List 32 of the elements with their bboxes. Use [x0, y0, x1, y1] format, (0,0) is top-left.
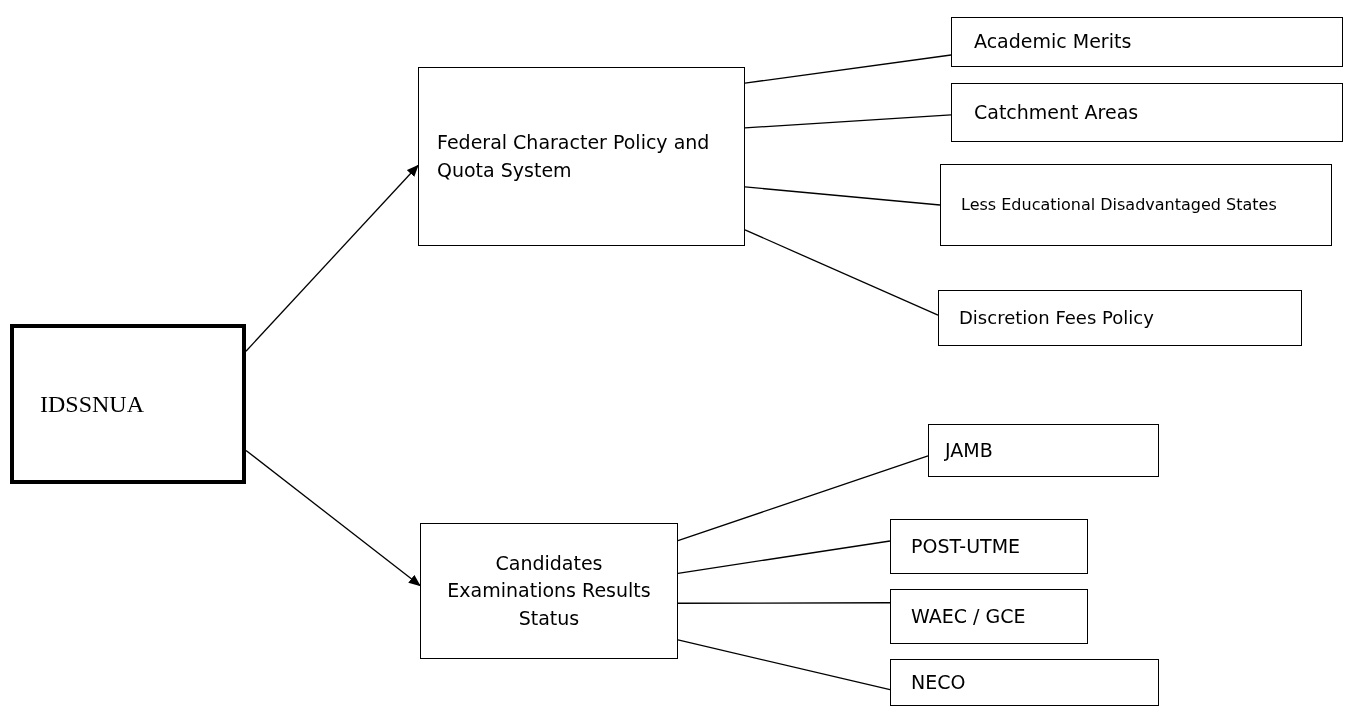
text-box — [418, 67, 745, 246]
text-box — [938, 290, 1302, 346]
box-label: Catchment Areas — [974, 99, 1139, 125]
box-label: WAEC / GCE — [911, 603, 1026, 629]
text-box — [890, 519, 1088, 574]
connector-line — [744, 229, 939, 316]
box-label: Less Educational Disadvantaged States — [961, 194, 1278, 217]
box-label: NECO — [911, 669, 966, 695]
box-label: Academic Merits — [974, 29, 1132, 55]
connector-line — [677, 602, 891, 604]
text-box — [940, 164, 1332, 246]
arrow — [245, 449, 421, 587]
text-box — [420, 523, 678, 659]
box-label: JAMB — [945, 437, 993, 463]
connector-line — [677, 455, 929, 542]
box-label: Federal Character Policy and Quota System — [437, 129, 711, 183]
text-box — [10, 324, 246, 484]
box-label: IDSSNUA — [40, 389, 144, 419]
connector-line — [744, 114, 952, 129]
connector-line — [744, 54, 952, 84]
arrow — [245, 164, 419, 352]
text-box — [951, 83, 1343, 142]
text-box — [951, 17, 1343, 67]
box-label: Discretion Fees Policy — [959, 305, 1154, 330]
text-box — [890, 589, 1088, 644]
box-label: Candidates Examinations Results Status — [446, 550, 652, 631]
connector-line — [744, 186, 941, 206]
text-box — [928, 424, 1159, 477]
text-box — [890, 659, 1159, 706]
box-label: POST-UTME — [911, 533, 1021, 559]
connector-line — [677, 540, 891, 574]
connector-line — [677, 639, 891, 691]
